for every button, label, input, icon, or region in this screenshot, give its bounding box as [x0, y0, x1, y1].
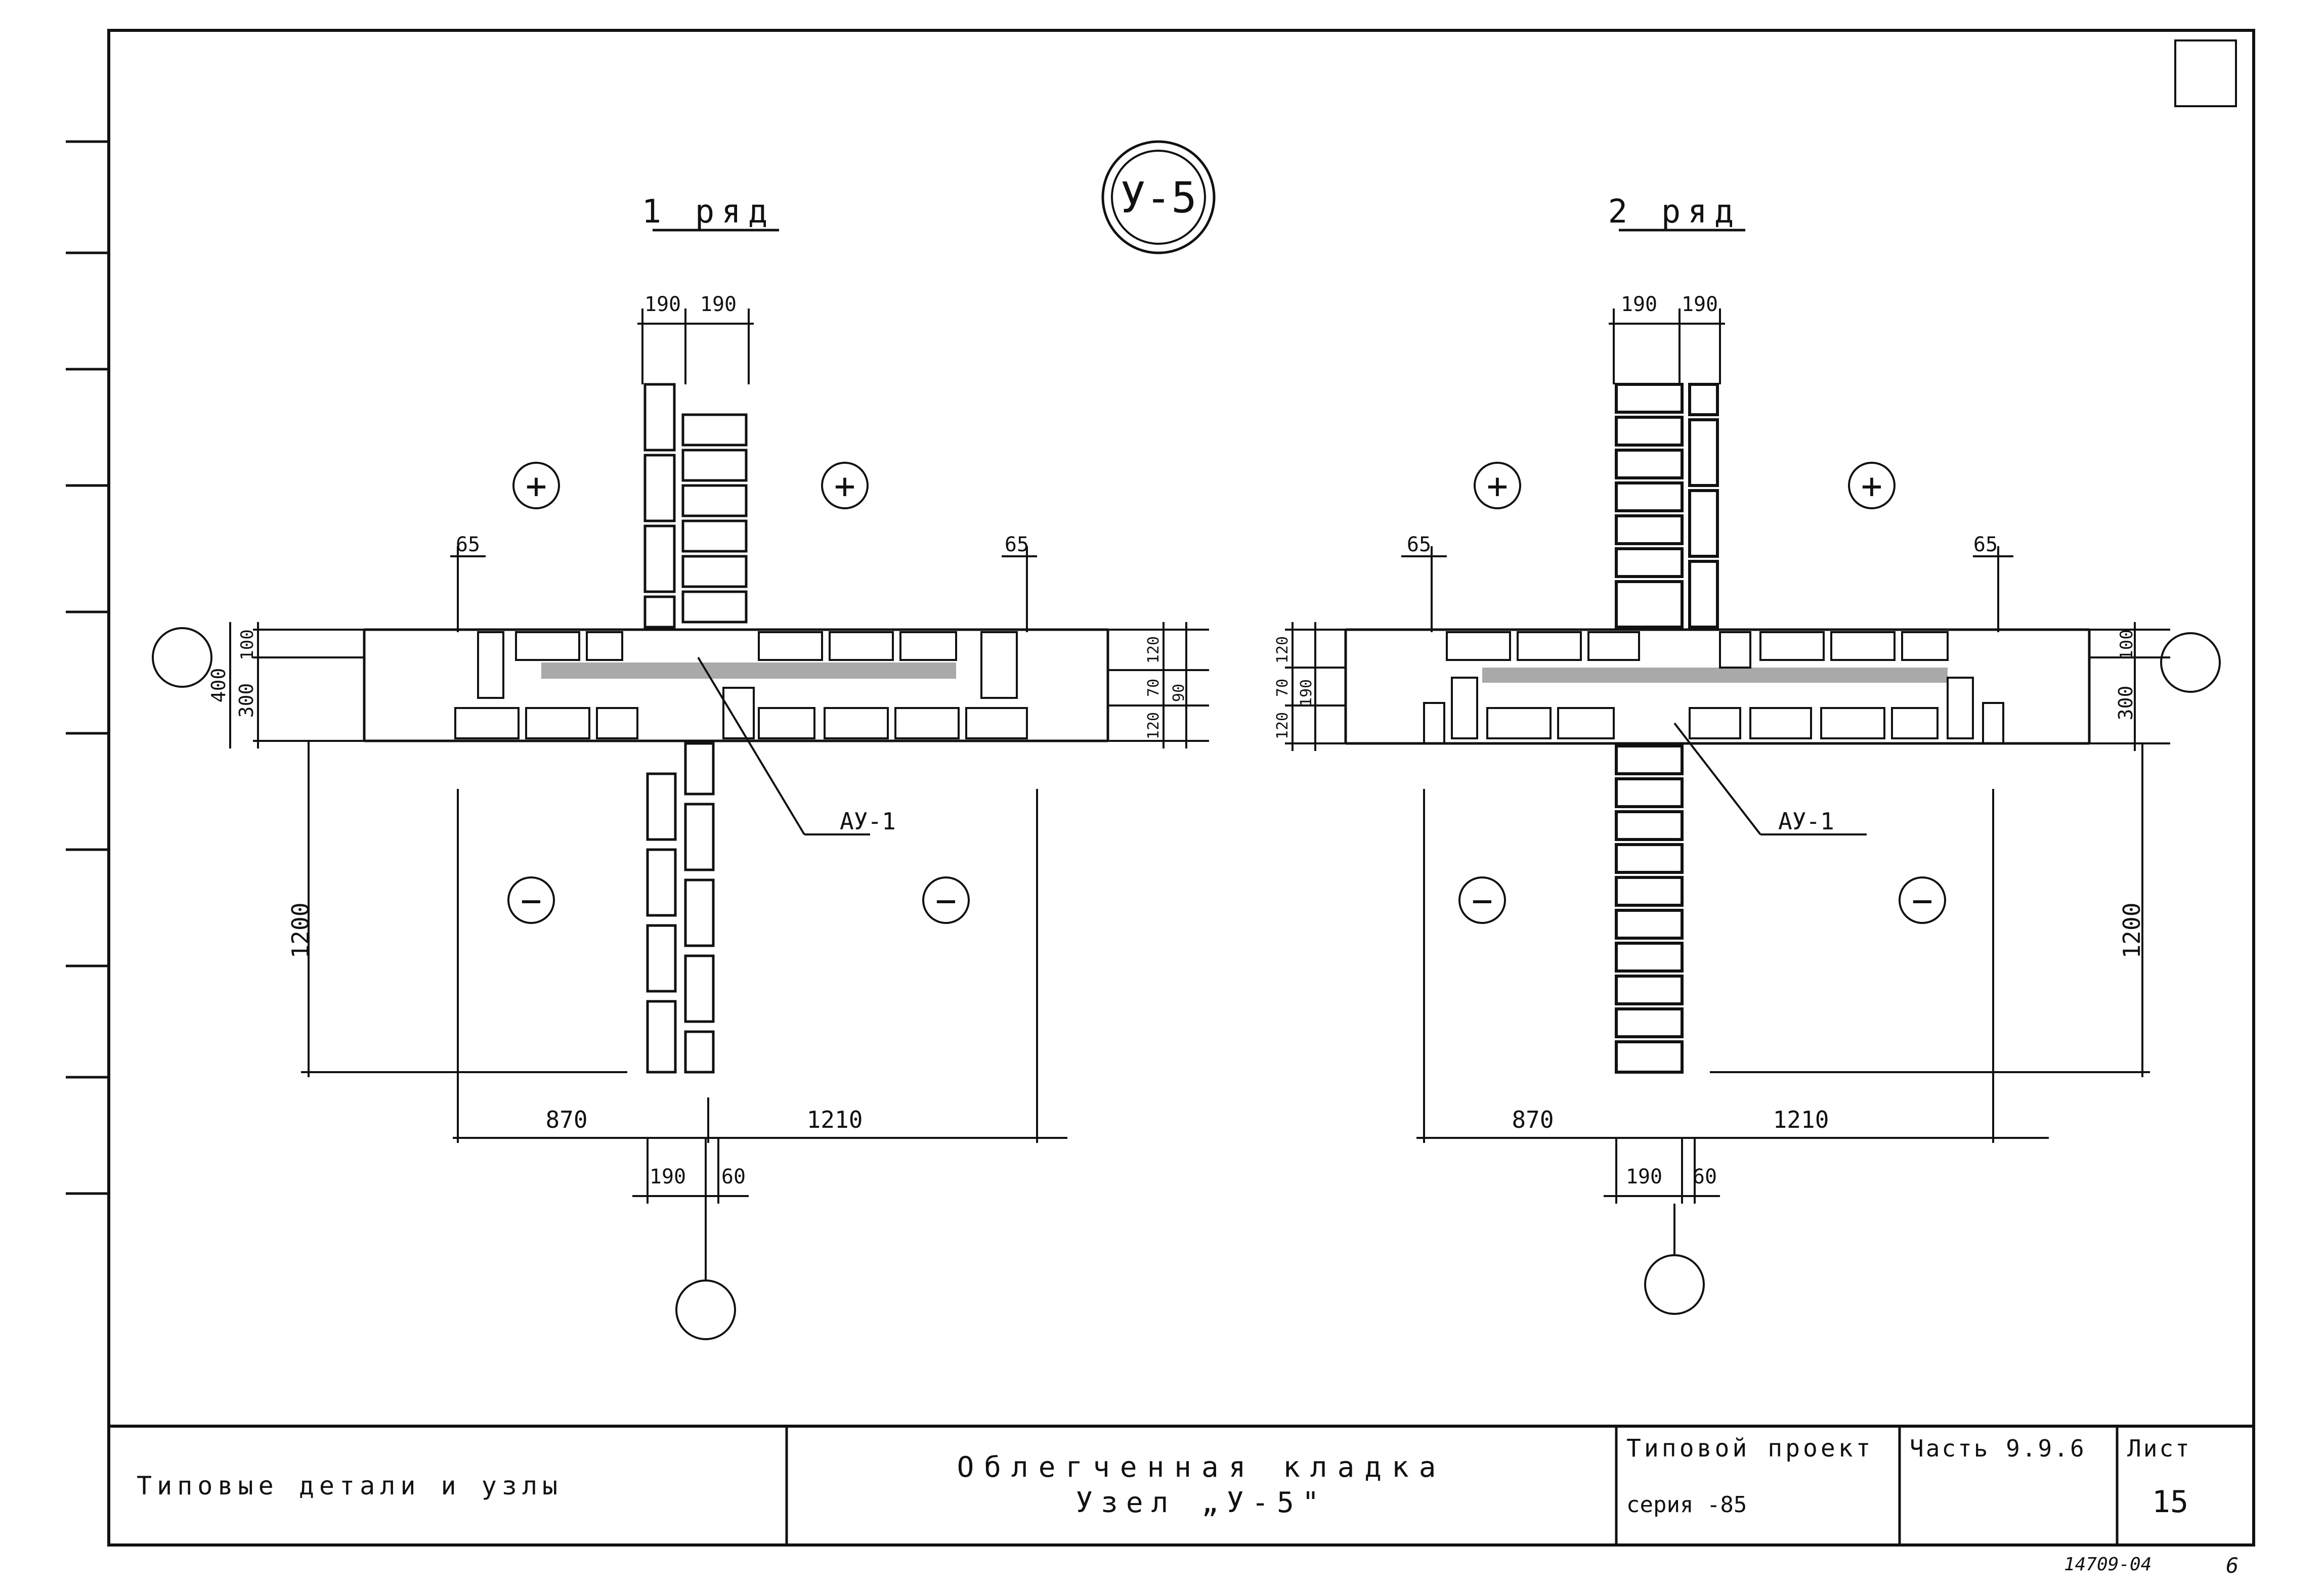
zone-plus-label: + — [1487, 465, 1508, 507]
axis-marker — [2160, 632, 2221, 693]
dim-label: 70 — [1145, 679, 1163, 697]
view-row-2: 2 ряд — [1274, 193, 2221, 1315]
dim-label: 65 — [1005, 533, 1029, 556]
dim-label: 190 — [1621, 293, 1657, 316]
dim-label: 70 — [1274, 679, 1292, 697]
dim-label: 190 — [1626, 1165, 1662, 1188]
dim-label: 870 — [545, 1106, 587, 1133]
horizontal-wall — [1344, 628, 2091, 745]
view-title: 1 ряд — [642, 193, 775, 231]
dim-label: 190 — [650, 1165, 686, 1188]
anchor-label: АУ-1 — [1778, 808, 1834, 835]
dim-label: 300 — [235, 683, 257, 718]
dimension-labels: 190 190 65 65 190 60 870 1210 АУ-1 1200 … — [1274, 293, 2145, 1188]
view-title: 2 ряд — [1608, 193, 1741, 231]
page-number: 6 — [2226, 1553, 2239, 1578]
dim-label: 1210 — [807, 1106, 863, 1133]
zone-minus-label: − — [1912, 880, 1933, 921]
dim-label: 300 — [2115, 686, 2137, 721]
vertical-wall — [1615, 383, 1719, 1074]
series-label: серия -85 — [1626, 1492, 1747, 1518]
zone-minus-label: − — [935, 880, 957, 921]
archive-number: 14709-04 — [2064, 1554, 2151, 1575]
sheet-number: 15 — [2152, 1484, 2188, 1520]
dimension-lines — [1285, 308, 2170, 1254]
zone-plus-label: + — [526, 465, 547, 507]
dim-label: 120 — [1274, 712, 1292, 739]
dim-label: 400 — [207, 668, 230, 703]
zone-minus-label: − — [1472, 880, 1493, 921]
dim-label: 120 — [1145, 636, 1163, 664]
dim-label: 1200 — [2118, 903, 2145, 959]
dim-label: 1200 — [287, 903, 314, 959]
horizontal-bricks — [454, 631, 1028, 739]
dimension-lines — [229, 308, 1209, 1279]
axis-marker — [152, 627, 212, 688]
sheet-label: Лист — [2127, 1435, 2191, 1462]
title-left: Типовые детали и узлы — [137, 1471, 563, 1500]
axis-marker — [1644, 1254, 1705, 1315]
dim-label: 190 — [644, 293, 681, 316]
anchor-label: АУ-1 — [840, 808, 896, 835]
dim-label: 1210 — [1773, 1106, 1829, 1133]
dim-label: 190 — [1298, 679, 1315, 707]
sheet-corner-box — [2174, 39, 2237, 107]
dim-label: 190 — [700, 293, 737, 316]
title-node: Узел „У-5" — [1075, 1486, 1327, 1519]
zone-markers: + + − − — [507, 462, 970, 924]
dim-label: 60 — [721, 1165, 746, 1188]
project-label: Типовой проект — [1626, 1434, 1874, 1463]
insulation-band — [1482, 668, 1948, 683]
dim-label: 60 — [1693, 1165, 1717, 1188]
insulation-band — [541, 663, 956, 679]
part-label: Часть 9.9.6 — [1910, 1435, 2086, 1462]
zone-plus-label: + — [1861, 465, 1882, 507]
zone-plus-label: + — [834, 465, 855, 507]
horizontal-bricks — [1423, 631, 2004, 744]
dim-label: 65 — [1407, 533, 1431, 556]
dim-label: 65 — [456, 533, 480, 556]
title-main: Облегченная кладка — [957, 1451, 1446, 1484]
dim-label: 870 — [1512, 1106, 1554, 1133]
dim-label: 100 — [237, 629, 257, 660]
dimension-labels: 190 190 65 65 190 60 870 1210 АУ-1 1200 … — [207, 293, 1188, 1188]
dim-label: 65 — [1973, 533, 1998, 556]
margin-ticks — [66, 140, 109, 1195]
dim-label: 120 — [1274, 636, 1292, 664]
vertical-wall — [643, 383, 748, 1074]
dim-label: 190 — [1682, 293, 1718, 316]
horizontal-wall — [363, 628, 1109, 742]
dim-label: 100 — [2117, 629, 2137, 660]
view-row-1: 1 ряд — [152, 193, 1209, 1340]
sheet-frame — [107, 29, 2255, 1547]
title-block: Типовые детали и узлы Облегченная кладка… — [109, 1425, 2254, 1578]
axis-marker — [675, 1279, 736, 1340]
node-mark-label: У-5 — [1120, 173, 1197, 223]
dim-label: 120 — [1145, 712, 1163, 739]
zone-markers: + + − − — [1458, 462, 1946, 924]
dim-label: 90 — [1170, 684, 1188, 702]
zone-minus-label: − — [521, 880, 542, 921]
node-mark: У-5 — [1101, 140, 1216, 254]
